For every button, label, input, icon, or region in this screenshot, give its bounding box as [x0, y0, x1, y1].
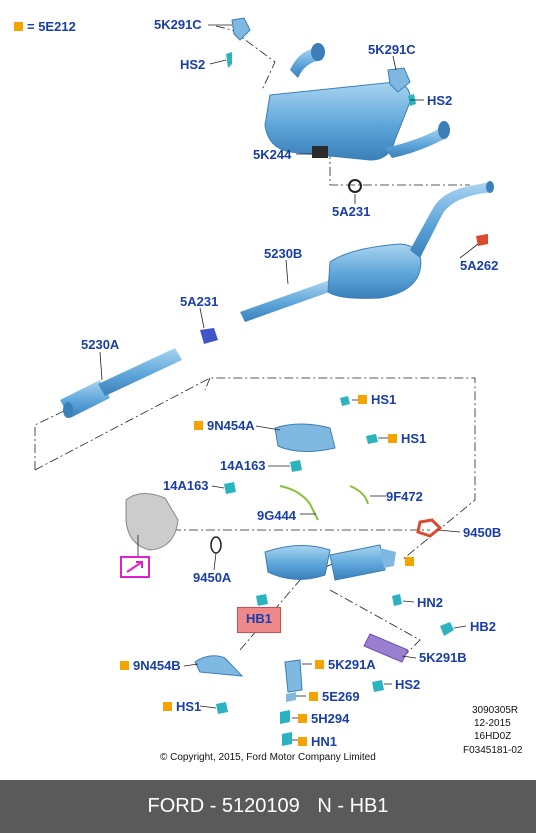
label-9450a: 9450A [193, 570, 232, 585]
label-hs2-right: HS2 [427, 93, 453, 108]
label-5a231-mid: 5A231 [180, 294, 219, 309]
intermediate-pipe [240, 181, 494, 322]
info-line-3: 16HD0Z [474, 731, 512, 742]
label-hs1-a: HS1 [358, 393, 396, 407]
footer-reference: N - HB1 [317, 795, 389, 817]
label-5a231-top: 5A231 [332, 204, 371, 219]
label-5e269: 5E269 [309, 690, 360, 704]
label-5230a: 5230A [81, 337, 120, 352]
label-hs2-top: HS2 [180, 57, 206, 72]
footer-bar: FORD - 5120109 N - HB1 [0, 780, 536, 833]
info-line-1: 3090305R [472, 705, 519, 716]
label-5k244: 5K244 [253, 147, 292, 162]
label-14a163-b: 14A163 [163, 478, 209, 493]
label-5230b: 5230B [264, 246, 303, 261]
label-hn2: HN2 [417, 595, 444, 610]
diagram-artwork [34, 17, 494, 746]
label-9450b: 9450B [463, 525, 502, 540]
label-hs2-bottom: HS2 [395, 677, 421, 692]
label-5k291c-right: 5K291C [368, 42, 416, 57]
label-5k291a: 5K291A [315, 658, 376, 672]
label-9n454b: 9N454B [120, 659, 181, 673]
rear-muffler [264, 43, 450, 161]
label-5h294: 5H294 [298, 712, 349, 726]
catalytic-converter [264, 423, 396, 581]
info-line-4: F0345181-02 [463, 745, 523, 756]
legend-text: = 5E212 [27, 19, 76, 34]
label-5a262: 5A262 [460, 258, 499, 273]
exhaust-diagram: = 5E212 5K291C HS2 5K291C HS2 5K244 5A23… [0, 0, 536, 780]
label-hb1-highlight: HB1 [237, 607, 281, 633]
label-5k291c-top: 5K291C [154, 17, 202, 32]
label-14a163-a: 14A163 [220, 458, 266, 473]
label-9n454a-top: 9N454A [194, 419, 255, 433]
label-9f472: 9F472 [386, 489, 423, 504]
label-hb2: HB2 [470, 619, 497, 634]
label-hs1-bottom: HS1 [163, 700, 201, 714]
copyright-text: © Copyright, 2015, Ford Motor Company Li… [160, 752, 376, 763]
label-hs1-b: HS1 [388, 432, 426, 446]
label-9g444: 9G444 [257, 508, 297, 523]
label-hn1: HN1 [298, 735, 337, 749]
legend-bullet-icon [14, 22, 23, 31]
front-pipe [60, 348, 182, 418]
info-line-2: 12-2015 [474, 718, 511, 729]
label-5k291b: 5K291B [419, 650, 467, 665]
bullet-icon [405, 557, 414, 566]
footer-part-number: FORD - 5120109 [147, 795, 300, 817]
